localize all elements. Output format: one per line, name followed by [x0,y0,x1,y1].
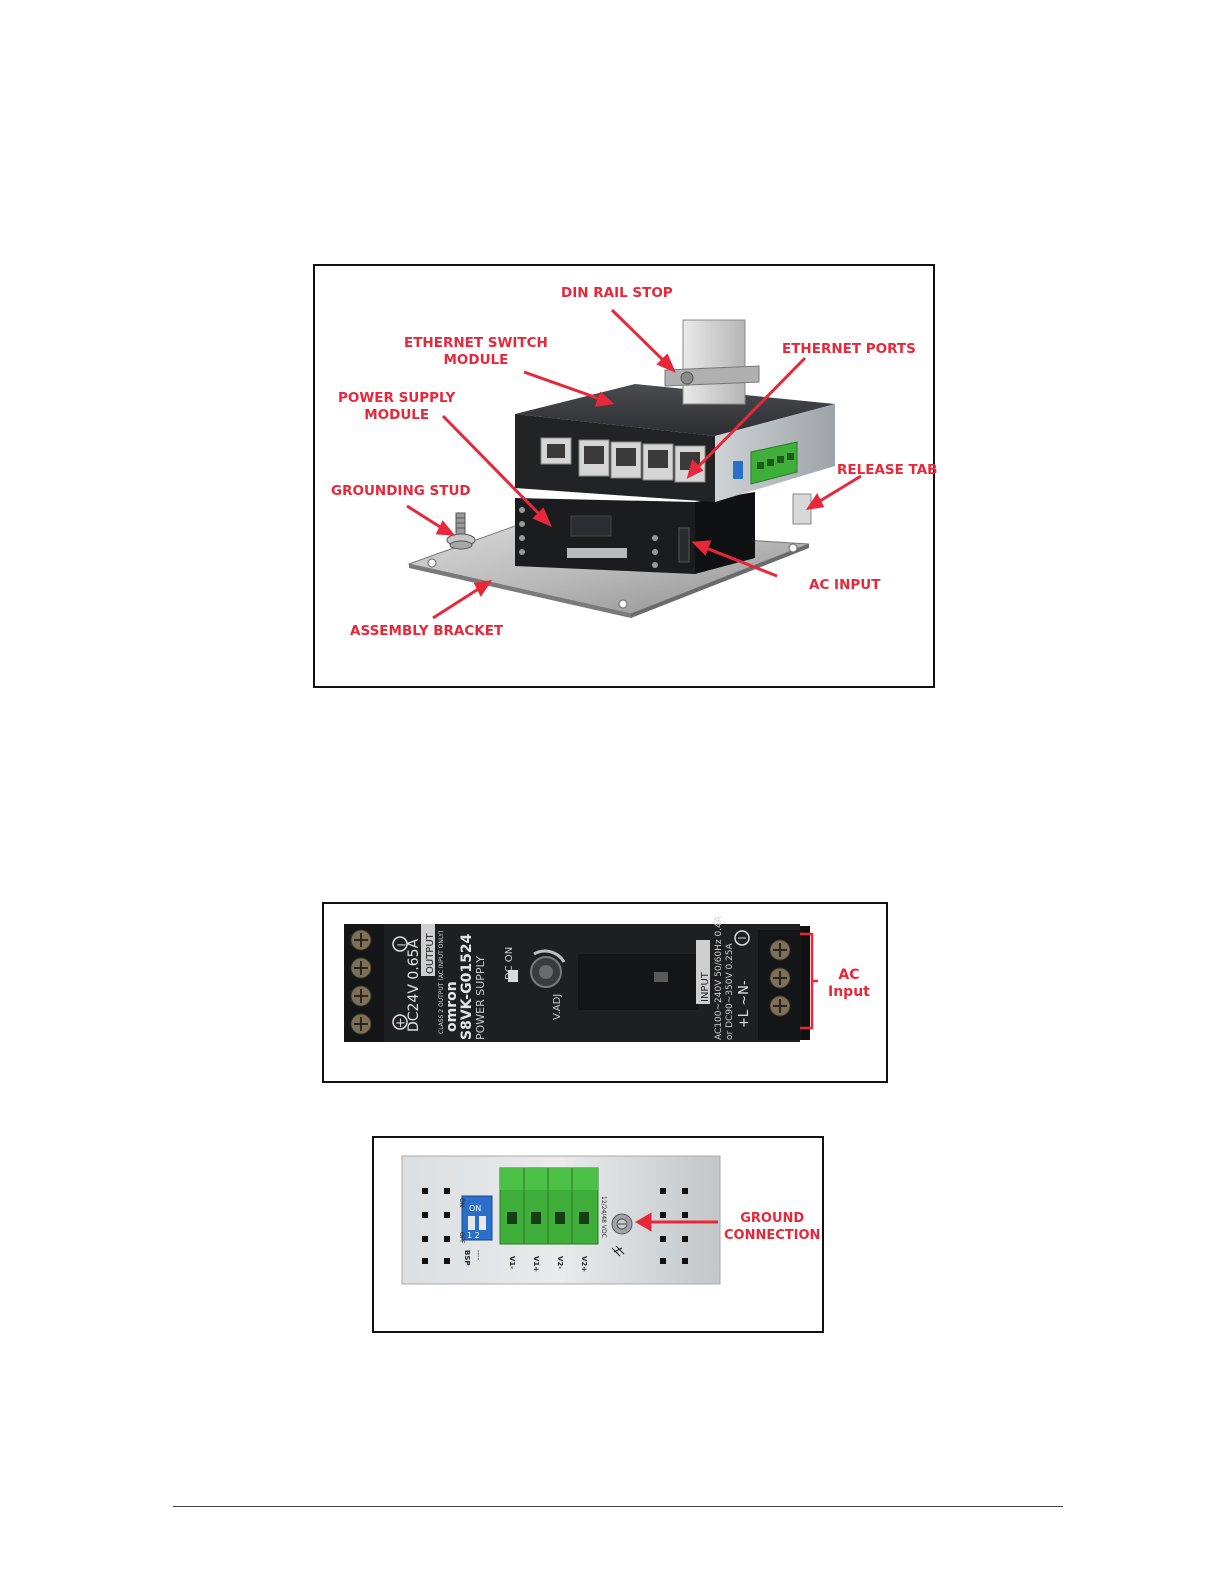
callout-assembly-bracket: ASSEMBLY BRACKET [350,623,504,639]
output-rating: DC24V 0.65A [406,938,422,1032]
bsp-dashes: ---- [474,1250,482,1261]
footer-rule [173,1506,1063,1507]
power-supply-front-illustration: + − DC24V 0.65A OUTPUT CLASS 2 OUTPUT (A… [344,915,818,1042]
svg-text:+: + [395,1016,406,1031]
dip-side-on: ON [458,1198,465,1207]
input-terminal-markings: +L ~N- [737,980,752,1028]
voltage-label: 12/24/48 VDC [600,1196,607,1238]
svg-text:−: − [396,938,407,953]
callout-ground-connection: GROUND CONNECTION [724,1211,821,1243]
assembly-illustration [406,308,862,620]
figure-power-supply-front: + − DC24V 0.65A OUTPUT CLASS 2 OUTPUT (A… [322,902,888,1083]
input-rating-dc: or DC90~350V 0.25A [725,942,735,1040]
dc-on-label: DC ON [504,947,515,980]
bsp-label: BSP [463,1250,471,1266]
terminal-label-v2-minus: V2- [556,1256,564,1269]
output-note: CLASS 2 OUTPUT (AC INPUT ONLY) [438,931,445,1034]
power-supply-module-shape [515,492,755,574]
ethernet-switch-module-shape [515,384,835,502]
figure-assembly-overview: DIN RAIL STOP ETHERNET SWITCH MODULE ETH… [313,264,938,688]
brand-logo-text: omron [444,981,460,1032]
callout-power-supply-module: POWER SUPPLY MODULE [338,390,456,423]
din-rail-stop-shape [664,319,760,405]
callout-ac-input: AC Input [828,967,870,1000]
figure-ground-connection: ON 1 2 ON OFF BSP ---- V1- V1+ V2- [372,1136,824,1333]
dc-on-led [508,970,518,982]
switch-side-illustration: ON 1 2 ON OFF BSP ---- V1- V1+ V2- [401,1155,721,1285]
callout-grounding-stud: GROUNDING STUD [331,483,471,499]
input-label: INPUT [700,971,711,1002]
terminal-label-v1-minus: V1- [508,1256,516,1269]
ground-screw [611,1213,633,1235]
dip-numbers: 1 2 [467,1231,480,1240]
terminal-label-v2-plus: V2+ [580,1256,588,1272]
dip-side-off: OFF [458,1232,465,1244]
grounding-stud-shape [446,512,476,550]
v-adj-label: V.ADJ [552,994,563,1020]
callout-release-tab: RELEASE TAB [837,462,938,478]
callout-ethernet-switch-module: ETHERNET SWITCH MODULE [404,335,548,368]
product-name: POWER SUPPLY [474,956,487,1040]
earth-symbol-icon [734,930,750,946]
model-number: S8VK-G01524 [459,933,475,1040]
dip-on-label: ON [469,1204,481,1213]
input-rating-ac: AC100~240V 50/60Hz 0.4A [714,915,724,1040]
ac-input-bracket [800,932,818,1030]
dip-switch [461,1195,493,1241]
ground-symbol-icon [611,1245,625,1257]
callout-ac-input: AC INPUT [809,577,881,593]
terminal-label-v1-plus: V1+ [532,1256,540,1272]
output-label: OUTPUT [425,932,436,974]
callout-ethernet-ports: ETHERNET PORTS [782,341,916,357]
callout-din-rail-stop: DIN RAIL STOP [561,285,673,301]
